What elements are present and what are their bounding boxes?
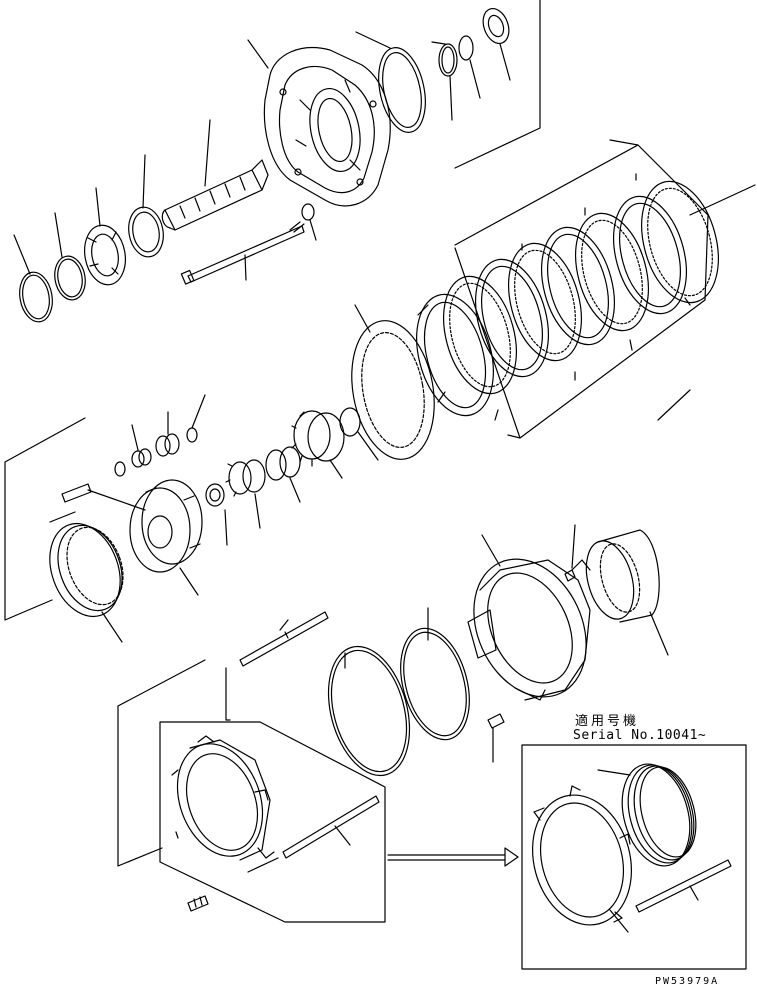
callout-lines-right bbox=[657, 184, 756, 421]
bearing-top-right bbox=[482, 7, 511, 81]
detail-frame-right bbox=[521, 744, 747, 970]
snap-ring-mid bbox=[339, 407, 379, 461]
o-ring-top bbox=[355, 31, 426, 133]
ring-gear bbox=[49, 522, 124, 643]
brake-piston bbox=[171, 735, 275, 861]
pin-lower bbox=[487, 713, 505, 763]
pin-shaft bbox=[49, 483, 146, 523]
detail-frame-left bbox=[159, 721, 386, 923]
dowel-pin bbox=[564, 524, 576, 582]
arrow-to-new-version bbox=[387, 847, 519, 867]
planet-carrier bbox=[129, 479, 203, 596]
callout-bracket-top bbox=[454, 0, 541, 169]
seal-ring-top bbox=[128, 154, 164, 258]
planet-gear bbox=[225, 459, 266, 529]
new-rod bbox=[635, 859, 732, 913]
callout-bracket-clutch bbox=[454, 139, 709, 439]
bearing-top bbox=[84, 187, 126, 286]
snap-ring-2 bbox=[54, 212, 86, 301]
clutch-plates bbox=[417, 173, 719, 421]
serial-label-en: Serial No.10041~ bbox=[573, 728, 707, 743]
brake-drum bbox=[585, 529, 669, 656]
o-ring-lower-right bbox=[400, 607, 470, 741]
control-rod bbox=[225, 611, 329, 721]
o-ring-lower-left bbox=[327, 645, 411, 777]
new-spring-pack bbox=[597, 763, 697, 867]
pinion-parts bbox=[114, 394, 206, 477]
detail-rod bbox=[282, 795, 380, 859]
figure-code: PW53979A bbox=[655, 976, 720, 987]
input-shaft bbox=[161, 119, 269, 231]
planet-washer bbox=[205, 483, 228, 546]
serial-label-jp: 適用号機 bbox=[575, 714, 640, 729]
sun-gear bbox=[291, 410, 345, 479]
snap-ring-top-right bbox=[431, 41, 458, 121]
brake-housing bbox=[467, 534, 591, 701]
end-plate bbox=[416, 293, 494, 417]
needle-bearing bbox=[265, 446, 301, 503]
callout-bracket-left bbox=[4, 417, 86, 621]
new-piston-plate bbox=[531, 785, 633, 933]
snap-ring-left bbox=[13, 234, 53, 323]
detail-bolt bbox=[187, 857, 279, 912]
friction-disc-large bbox=[351, 304, 435, 460]
snap-ring-small bbox=[458, 35, 481, 99]
pump-housing bbox=[247, 39, 391, 207]
tie-bolt bbox=[180, 221, 305, 285]
washer-small bbox=[301, 203, 317, 241]
callout-bracket-detail bbox=[117, 659, 206, 867]
